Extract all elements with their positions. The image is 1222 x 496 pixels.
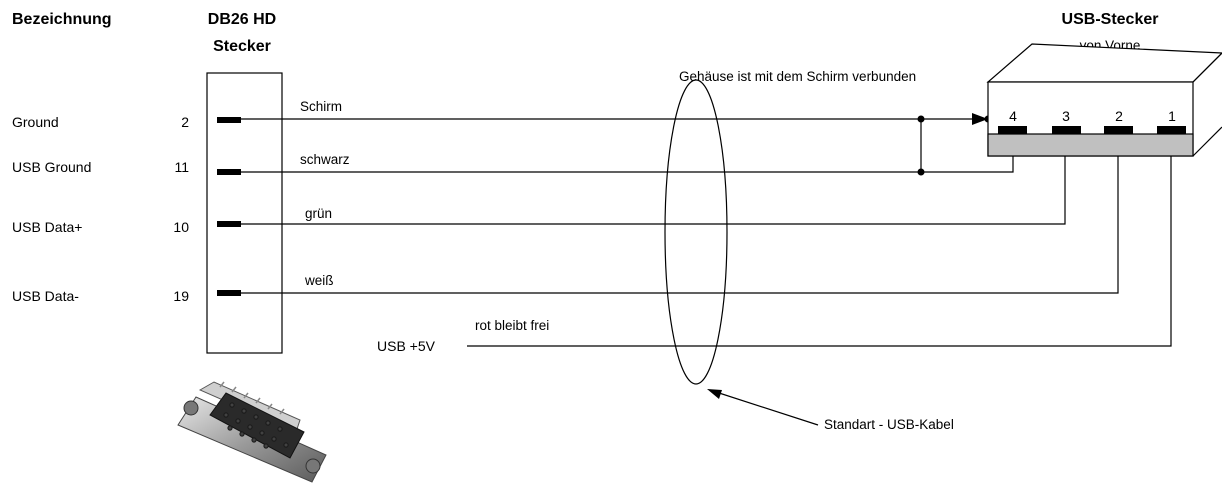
usb-connector-side-edge [1192, 52, 1222, 83]
pin-number-usb-data-plus: 10 [173, 219, 189, 235]
usb-pin-number-4: 4 [1009, 108, 1017, 124]
signal-name-usb-data-minus: USB Data- [12, 288, 79, 304]
shield-connection-note: Gehäuse ist mit dem Schirm verbunden [679, 69, 916, 84]
db26-pin-marker-2 [217, 117, 241, 123]
usb-connector: 4 3 2 1 [986, 43, 1222, 157]
usb-pin-contact-2 [1104, 126, 1133, 134]
usb-pin-number-1: 1 [1168, 108, 1176, 124]
wire-gruen [241, 131, 1066, 225]
header-bezeichnung: Bezeichnung [12, 11, 112, 28]
header-db26-line2: Stecker [213, 38, 271, 55]
header-usb-title: USB-Stecker [1062, 11, 1159, 28]
pin-number-usb-data-minus: 19 [173, 288, 189, 304]
pin-number-ground: 2 [181, 114, 189, 130]
usb-pin-number-2: 2 [1115, 108, 1123, 124]
usb-connector-top-face [986, 43, 1222, 83]
wire-label-weiss: weiß [304, 273, 334, 288]
wire-weiss [241, 131, 1119, 294]
pin-number-usb-ground: 11 [174, 159, 189, 175]
cable-note: Standart - USB-Kabel [824, 417, 954, 432]
arrowhead-schirm [972, 113, 988, 125]
usb-connector-side-edge-lower [1192, 126, 1222, 157]
db26-connector-box [206, 72, 283, 354]
usb-pin-contact-1 [1157, 126, 1186, 134]
signal-name-usb-data-plus: USB Data+ [12, 219, 82, 235]
wire-rot [467, 131, 1172, 347]
signal-name-usb-5v: USB +5V [377, 338, 436, 354]
wire-schwarz [241, 131, 1014, 173]
signal-name-usb-ground: USB Ground [12, 159, 91, 175]
wire-label-schwarz: schwarz [300, 152, 350, 167]
db26-pin-marker-19 [217, 290, 241, 296]
header-db26-line1: DB26 HD [208, 11, 276, 28]
db26-pin-marker-10 [217, 221, 241, 227]
signal-name-ground: Ground [12, 114, 59, 130]
usb-cable-bundle [664, 79, 728, 385]
usb-pin-contact-3 [1052, 126, 1081, 134]
usb-pin-contact-4 [998, 126, 1027, 134]
usb-pin-number-3: 3 [1062, 108, 1070, 124]
cable-note-arrowhead [707, 389, 722, 399]
wire-label-rot: rot bleibt frei [475, 318, 549, 333]
db26-pin-marker-11 [217, 169, 241, 175]
db26-connector-illustration [177, 381, 327, 483]
usb-connector-tongue [987, 133, 1194, 157]
cable-note-arrow [715, 391, 819, 426]
wire-label-schirm: Schirm [300, 99, 342, 114]
wire-label-gruen: grün [305, 206, 332, 221]
